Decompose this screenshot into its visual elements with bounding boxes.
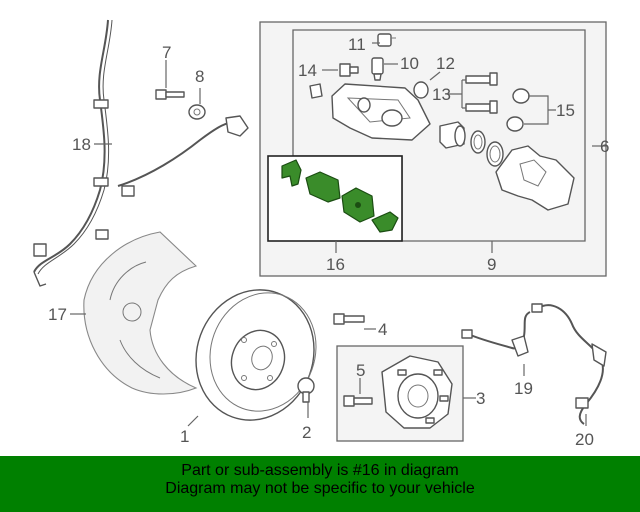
piston-boot-part[interactable]	[486, 141, 504, 167]
dust-shield-part[interactable]	[83, 231, 198, 395]
dust-cap-part[interactable]	[413, 81, 429, 99]
leader-13	[448, 79, 466, 109]
rotor-screw-part[interactable]	[297, 377, 315, 403]
caliper-small-part[interactable]	[309, 83, 323, 99]
hub-bolt-5-part[interactable]	[343, 395, 373, 407]
grommet-part[interactable]	[188, 104, 206, 120]
callout-20[interactable]: 20	[575, 430, 594, 449]
pin-boot-lower-part[interactable]	[506, 116, 524, 132]
callout-10[interactable]: 10	[400, 54, 419, 73]
callout-19[interactable]: 19	[514, 379, 533, 398]
leader-12	[429, 71, 441, 81]
callout-14[interactable]: 14	[298, 61, 317, 80]
fitment-notice-banner: Part or sub-assembly is #16 in diagram D…	[0, 456, 640, 512]
callout-4[interactable]: 4	[378, 320, 387, 339]
caliper-body-part[interactable]	[331, 83, 431, 141]
brake-pad-outer-part[interactable]	[305, 171, 341, 203]
leader-15	[524, 95, 556, 125]
callout-8[interactable]: 8	[195, 67, 204, 86]
callout-7[interactable]: 7	[162, 43, 171, 62]
callout-2[interactable]: 2	[302, 423, 311, 442]
brake-pad-clip-left-part[interactable]	[281, 159, 302, 187]
caliper-piston-part[interactable]	[439, 121, 466, 149]
callout-9[interactable]: 9	[487, 255, 496, 274]
callout-6[interactable]: 6	[600, 137, 609, 156]
callout-1[interactable]: 1	[180, 427, 189, 446]
callout-15[interactable]: 15	[556, 101, 575, 120]
caliper-bolt-part[interactable]	[339, 63, 359, 77]
caliper-bracket-part[interactable]	[495, 145, 575, 211]
bleeder-screw-part[interactable]	[371, 57, 384, 81]
callout-16[interactable]: 16	[326, 255, 345, 274]
callout-13[interactable]: 13	[432, 85, 451, 104]
notice-line-disclaimer: Diagram may not be specific to your vehi…	[165, 480, 475, 497]
brake-rotor-part[interactable]	[178, 273, 332, 437]
brake-pad-clip-right-part[interactable]	[371, 211, 399, 233]
piston-seal-part[interactable]	[470, 130, 486, 154]
sensor-harness-part[interactable]	[531, 303, 607, 425]
callout-17[interactable]: 17	[48, 305, 67, 324]
callout-5[interactable]: 5	[356, 361, 365, 380]
exploded-parts-diagram: 1 2 3 4 5 6 7 8 9 10 11 12 13 14 15 16 1…	[33, 19, 609, 449]
brake-pad-inner-part[interactable]	[341, 187, 375, 223]
sensor-bolt-part[interactable]	[155, 89, 185, 100]
notice-line-part-number: Part or sub-assembly is #16 in diagram	[181, 462, 459, 479]
wheel-speed-harness-part[interactable]	[33, 19, 249, 287]
leader-1	[187, 415, 199, 427]
callout-12[interactable]: 12	[436, 54, 455, 73]
wheel-hub-part[interactable]	[381, 355, 453, 429]
hub-bolt-part[interactable]	[333, 313, 365, 325]
wheel-speed-sensor-part[interactable]	[461, 311, 531, 357]
callout-3[interactable]: 3	[476, 389, 485, 408]
callout-18[interactable]: 18	[72, 135, 91, 154]
pin-boot-upper-part[interactable]	[512, 88, 530, 104]
bleeder-cap-part[interactable]	[377, 33, 396, 47]
callout-11[interactable]: 11	[348, 35, 366, 54]
